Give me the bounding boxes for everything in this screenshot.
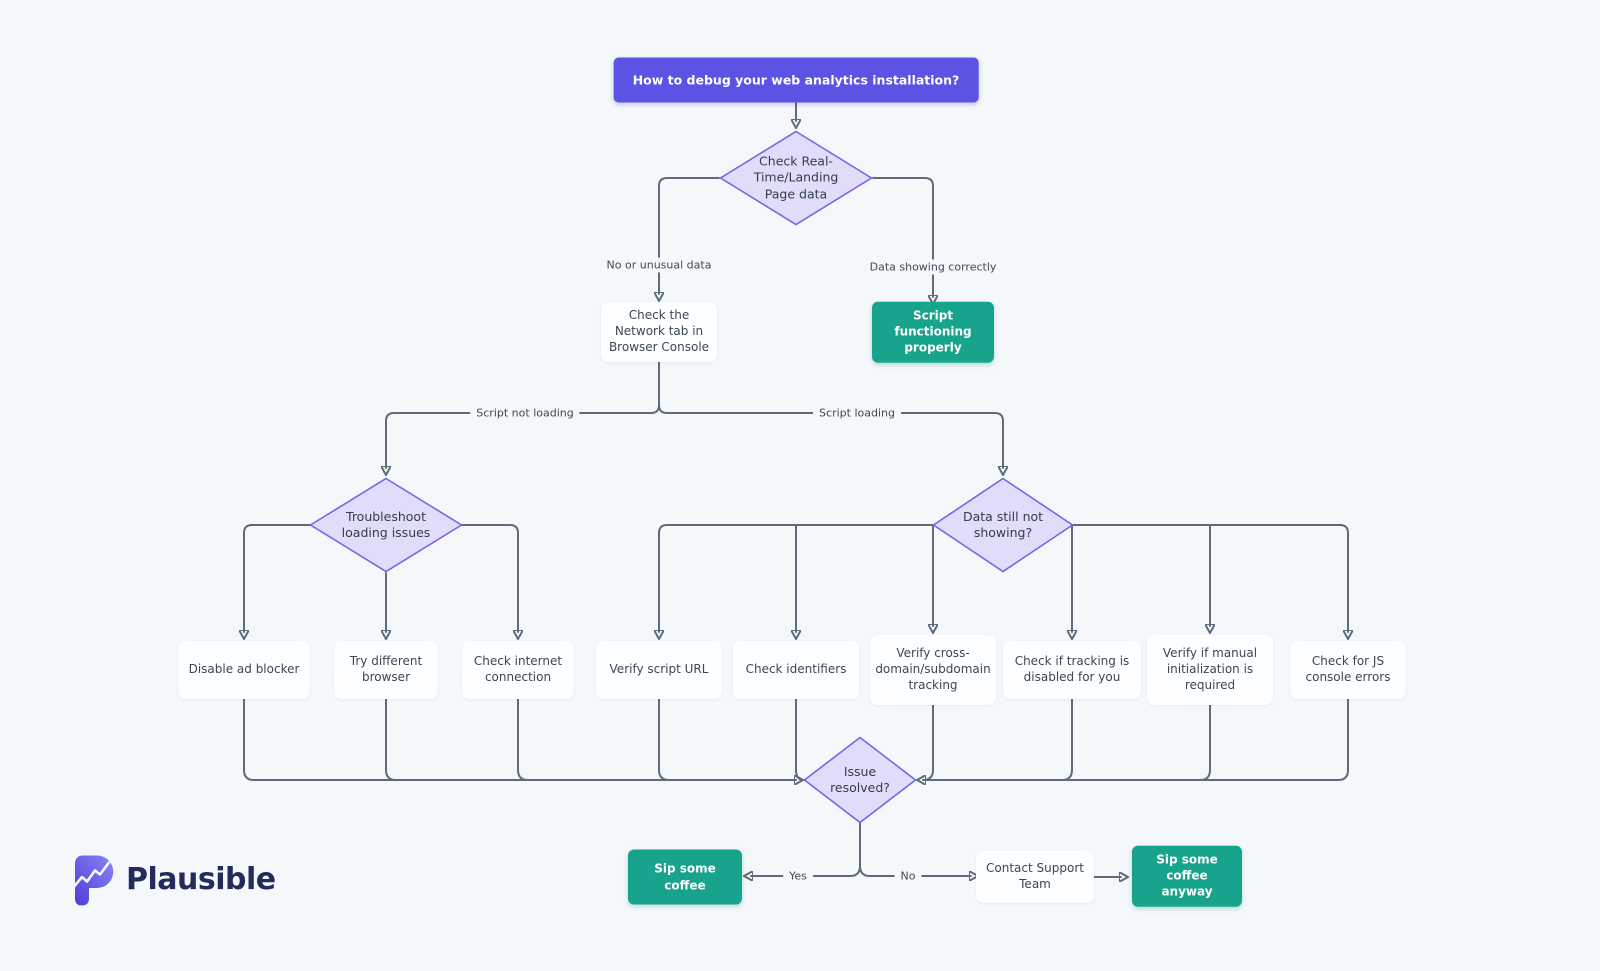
leaf-verify-manual-initialization: Verify if manual initialization is requi… bbox=[1147, 635, 1273, 705]
decision-realtime-data: Check Real-Time/Landing Page data bbox=[719, 130, 873, 226]
edge-label-no-data: No or unusual data bbox=[600, 257, 718, 273]
diamond-shape bbox=[309, 477, 463, 573]
leaf-check-internet-connection: Check internet connection bbox=[462, 641, 574, 699]
node-network-tab: Check the Network tab in Browser Console bbox=[601, 302, 717, 362]
edge-label-no: No bbox=[894, 868, 922, 884]
plausible-logo-icon bbox=[75, 855, 114, 906]
decision-troubleshoot-loading: Troubleshoot loading issues bbox=[309, 477, 463, 573]
node-contact-support: Contact Support Team bbox=[976, 851, 1094, 903]
leaf-check-tracking-disabled: Check if tracking is disabled for you bbox=[1003, 641, 1141, 699]
diamond-shape bbox=[932, 477, 1074, 573]
decision-label: Check Real-Time/Landing Page data bbox=[753, 153, 839, 202]
plausible-wordmark: Plausible bbox=[126, 862, 276, 897]
leaf-disable-ad-blocker: Disable ad blocker bbox=[178, 641, 310, 699]
edge-label-script-loading: Script loading bbox=[813, 405, 901, 421]
leaf-verify-cross-domain: Verify cross-domain/subdomain tracking bbox=[870, 635, 996, 705]
start-node: How to debug your web analytics installa… bbox=[613, 57, 979, 103]
plausible-logo: Plausible bbox=[75, 853, 276, 906]
leaf-check-js-console-errors: Check for JS console errors bbox=[1290, 641, 1406, 699]
leaf-check-identifiers: Check identifiers bbox=[733, 641, 859, 699]
decision-label: Data still not showing? bbox=[962, 508, 1044, 540]
diamond-shape bbox=[719, 130, 873, 226]
node-script-functioning: Script functioning properly bbox=[872, 301, 994, 363]
node-sip-coffee-anyway: Sip some coffee anyway bbox=[1132, 845, 1242, 907]
node-sip-some-coffee: Sip some coffee bbox=[628, 849, 742, 905]
leaf-verify-script-url: Verify script URL bbox=[596, 641, 722, 699]
leaf-try-different-browser: Try different browser bbox=[334, 641, 438, 699]
decision-data-still-not-showing: Data still not showing? bbox=[932, 477, 1074, 573]
edge-label-data-showing: Data showing correctly bbox=[863, 259, 1003, 275]
edge-label-yes: Yes bbox=[783, 868, 813, 884]
edge-label-script-not-loading: Script not loading bbox=[470, 405, 580, 421]
decision-label: Troubleshoot loading issues bbox=[341, 508, 431, 540]
decision-label: Issue resolved? bbox=[830, 763, 890, 795]
diamond-shape bbox=[803, 736, 917, 824]
decision-issue-resolved: Issue resolved? bbox=[803, 736, 917, 824]
